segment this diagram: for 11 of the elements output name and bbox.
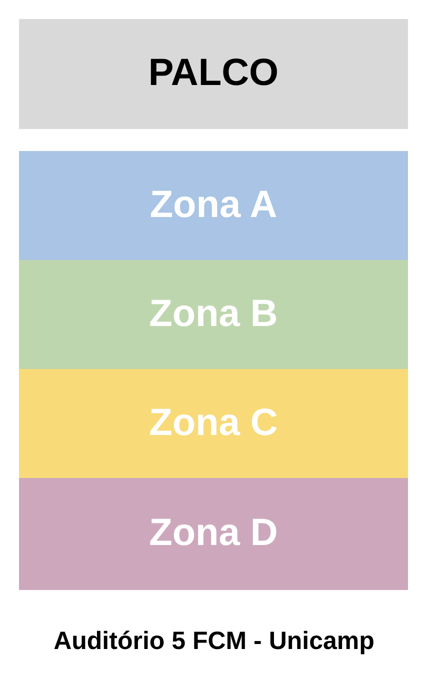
- zone-label: Zona C: [149, 402, 278, 444]
- stage-label: PALCO: [148, 53, 279, 95]
- seating-zone: [19, 260, 408, 369]
- seating-zone: [19, 369, 408, 478]
- zone-label: Zona B: [149, 294, 278, 336]
- seating-zone: [19, 478, 408, 590]
- caption: Auditório 5 FCM - Unicamp: [54, 626, 374, 656]
- seating-zone: [19, 151, 408, 260]
- zone-label: Zona A: [150, 184, 278, 226]
- zone-label: Zona D: [149, 513, 278, 555]
- stage-area: [19, 19, 408, 129]
